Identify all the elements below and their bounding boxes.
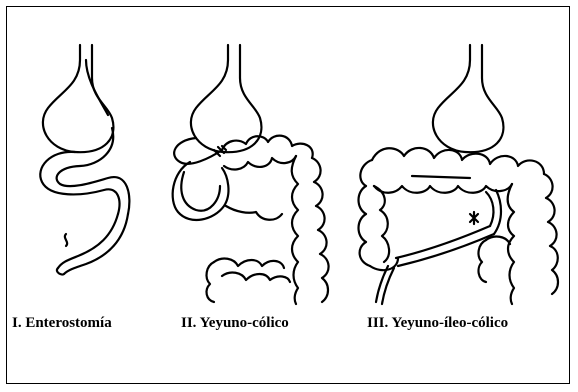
- ileal-anastomosis-3: [396, 190, 501, 266]
- panel-3-caption: III. Yeyuno-íleo-cólico: [367, 315, 508, 332]
- descending-colon-3: [479, 174, 558, 304]
- transverse-colon-3: [372, 148, 544, 193]
- duodenum-loop-1: [40, 128, 129, 214]
- panel-3-diagram: [359, 45, 559, 304]
- panel-2-caption: II. Yeyuno-cólico: [181, 315, 289, 332]
- jejunum-tail-3: [376, 266, 394, 304]
- stomach-1: [43, 45, 114, 152]
- stomach-2: [191, 45, 262, 152]
- jejunum-loop-2: [173, 138, 229, 220]
- stomach-3: [433, 45, 504, 152]
- panel-1-caption: I. Enterostomía: [12, 315, 112, 332]
- colon-2: [207, 136, 329, 304]
- ascending-colon-3: [359, 160, 399, 270]
- panel-1-diagram: [40, 45, 129, 275]
- panel-2-diagram: [173, 45, 329, 304]
- small-intestine-stump-1: [57, 214, 128, 275]
